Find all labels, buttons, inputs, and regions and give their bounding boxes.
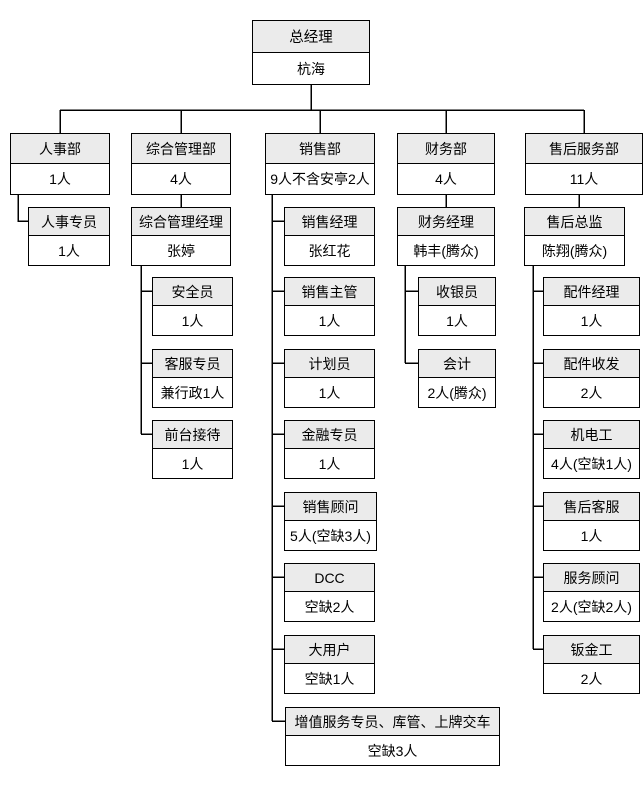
node-title: 财务经理 — [398, 208, 494, 236]
node-title: 售后服务部 — [526, 134, 642, 164]
org-node-parts-manager: 配件经理 1人 — [543, 277, 640, 336]
node-value: 1人 — [419, 306, 495, 335]
node-value: 1人 — [153, 449, 232, 478]
node-title: 人事专员 — [29, 208, 109, 236]
node-title: 配件收发 — [544, 350, 639, 378]
node-title: 大用户 — [285, 636, 374, 664]
node-value: 1人 — [153, 306, 232, 335]
node-title: 销售主管 — [285, 278, 374, 306]
org-node-sales-manager: 销售经理 张红花 — [284, 207, 375, 266]
node-value: 空缺3人 — [286, 736, 499, 765]
org-node-parts-clerk: 配件收发 2人 — [543, 349, 640, 408]
org-node-aftersales-dept: 售后服务部 11人 — [525, 133, 643, 195]
org-node-sheet-metal-worker: 钣金工 2人 — [543, 635, 640, 694]
node-value: 1人 — [544, 521, 639, 550]
node-title: 综合管理经理 — [132, 208, 230, 236]
node-title: 人事部 — [11, 134, 109, 164]
node-value: 1人 — [29, 236, 109, 265]
node-value: 张红花 — [285, 236, 374, 265]
org-node-general-manager: 总经理 杭海 — [252, 20, 370, 85]
node-title: 客服专员 — [153, 350, 232, 378]
org-node-value-added-services: 增值服务专员、库管、上牌交车 空缺3人 — [285, 707, 500, 766]
node-title: 售后总监 — [525, 208, 624, 236]
node-title: 配件经理 — [544, 278, 639, 306]
node-value: 9人不含安亭2人 — [266, 164, 374, 194]
node-title: 计划员 — [285, 350, 374, 378]
org-node-sales-dept: 销售部 9人不含安亭2人 — [265, 133, 375, 195]
org-node-service-advisor: 服务顾问 2人(空缺2人) — [543, 563, 640, 622]
node-title: 会计 — [419, 350, 495, 378]
org-node-customer-service: 客服专员 兼行政1人 — [152, 349, 233, 408]
org-node-finance-specialist: 金融专员 1人 — [284, 420, 375, 479]
org-node-admin-dept: 综合管理部 4人 — [131, 133, 231, 195]
node-title: 总经理 — [253, 21, 369, 53]
node-value: 1人 — [285, 378, 374, 407]
org-node-admin-manager: 综合管理经理 张婷 — [131, 207, 231, 266]
node-title: 销售经理 — [285, 208, 374, 236]
org-node-cashier: 收银员 1人 — [418, 277, 496, 336]
org-node-hr-dept: 人事部 1人 — [10, 133, 110, 195]
node-value: 2人 — [544, 378, 639, 407]
org-node-aftersales-service: 售后客服 1人 — [543, 492, 640, 551]
node-value: 4人 — [398, 164, 494, 194]
node-value: 张婷 — [132, 236, 230, 265]
org-node-finance-dept: 财务部 4人 — [397, 133, 495, 195]
node-title: 财务部 — [398, 134, 494, 164]
node-value: 11人 — [526, 164, 642, 194]
node-value: 杭海 — [253, 53, 369, 84]
node-value: 2人 — [544, 664, 639, 693]
node-value: 1人 — [285, 306, 374, 335]
org-node-hr-specialist: 人事专员 1人 — [28, 207, 110, 266]
org-node-planner: 计划员 1人 — [284, 349, 375, 408]
node-title: 售后客服 — [544, 493, 639, 521]
org-node-safety-officer: 安全员 1人 — [152, 277, 233, 336]
node-title: 服务顾问 — [544, 564, 639, 592]
node-value: 1人 — [11, 164, 109, 194]
org-node-reception: 前台接待 1人 — [152, 420, 233, 479]
node-value: 空缺1人 — [285, 664, 374, 693]
node-title: 综合管理部 — [132, 134, 230, 164]
node-value: 2人(腾众) — [419, 378, 495, 407]
org-node-key-account: 大用户 空缺1人 — [284, 635, 375, 694]
org-node-accountant: 会计 2人(腾众) — [418, 349, 496, 408]
node-value: 1人 — [285, 449, 374, 478]
org-node-mechanic: 机电工 4人(空缺1人) — [543, 420, 640, 479]
node-title: 销售顾问 — [285, 493, 376, 521]
node-value: 空缺2人 — [285, 592, 374, 621]
node-title: 安全员 — [153, 278, 232, 306]
org-node-aftersales-director: 售后总监 陈翔(腾众) — [524, 207, 625, 266]
node-value: 4人 — [132, 164, 230, 194]
org-node-sales-supervisor: 销售主管 1人 — [284, 277, 375, 336]
node-title: 机电工 — [544, 421, 639, 449]
node-value: 兼行政1人 — [153, 378, 232, 407]
node-value: 4人(空缺1人) — [544, 449, 639, 478]
node-title: 收银员 — [419, 278, 495, 306]
node-title: DCC — [285, 564, 374, 592]
org-node-dcc: DCC 空缺2人 — [284, 563, 375, 622]
node-value: 韩丰(腾众) — [398, 236, 494, 265]
node-title: 钣金工 — [544, 636, 639, 664]
node-title: 金融专员 — [285, 421, 374, 449]
node-value: 2人(空缺2人) — [544, 592, 639, 621]
node-title: 增值服务专员、库管、上牌交车 — [286, 708, 499, 736]
org-node-sales-consultant: 销售顾问 5人(空缺3人) — [284, 492, 377, 551]
org-node-finance-manager: 财务经理 韩丰(腾众) — [397, 207, 495, 266]
node-value: 5人(空缺3人) — [285, 521, 376, 550]
node-title: 前台接待 — [153, 421, 232, 449]
node-value: 陈翔(腾众) — [525, 236, 624, 265]
node-value: 1人 — [544, 306, 639, 335]
node-title: 销售部 — [266, 134, 374, 164]
